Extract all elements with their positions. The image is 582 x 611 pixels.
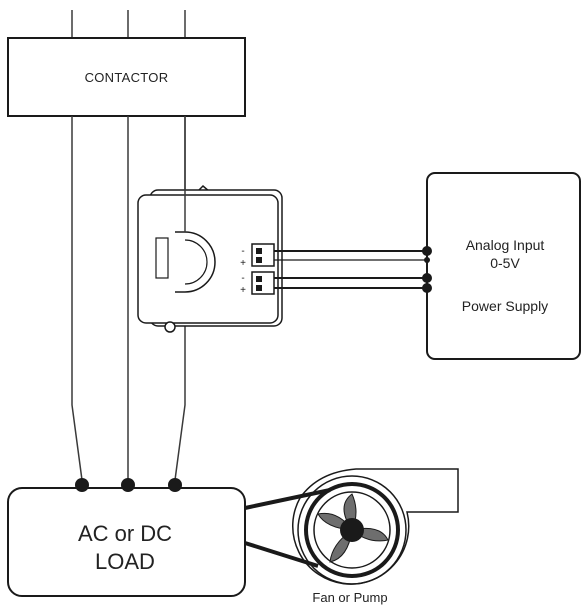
sensor-latch bbox=[155, 237, 169, 279]
sensor-core-inner bbox=[184, 239, 208, 285]
contactor-label: CONTACTOR bbox=[84, 69, 169, 85]
load-line2: LOAD bbox=[95, 549, 155, 574]
contactor-box bbox=[7, 37, 246, 117]
fan-pump bbox=[292, 468, 459, 585]
terminal-mark: + bbox=[240, 285, 246, 296]
signal-wires bbox=[274, 250, 427, 289]
power-supply-label: Power Supply bbox=[461, 298, 549, 314]
fan-hub bbox=[340, 518, 364, 542]
fan-ring-inner bbox=[313, 491, 391, 569]
fan-ring bbox=[304, 482, 400, 578]
fan-label: Fan or Pump bbox=[312, 590, 388, 605]
load-line1: AC or DC bbox=[77, 521, 173, 546]
sensor-screw bbox=[164, 321, 176, 333]
fan-ring-outer bbox=[297, 475, 407, 585]
current-sensor: - + - + bbox=[137, 184, 283, 333]
terminal-mark: + bbox=[240, 258, 246, 269]
controller-label: Analog Input 0-5V bbox=[430, 236, 580, 272]
terminal-block-1 bbox=[251, 243, 275, 267]
terminal-screw bbox=[256, 285, 262, 291]
terminal-block-2 bbox=[251, 271, 275, 295]
load-label: AC or DC LOAD bbox=[10, 520, 240, 576]
analog-input-label: Analog Input bbox=[465, 237, 545, 253]
terminal-screw bbox=[256, 257, 262, 263]
load-to-fan-wires bbox=[244, 488, 331, 568]
voltage-range-label: 0-5V bbox=[490, 255, 520, 271]
terminal-mark: - bbox=[241, 273, 244, 284]
terminal-screw bbox=[256, 248, 262, 254]
sensor-core-opening bbox=[175, 231, 216, 293]
controller-box bbox=[426, 172, 581, 360]
load-terminals bbox=[75, 478, 182, 492]
supply-conductors bbox=[71, 10, 186, 38]
terminal-screw bbox=[256, 276, 262, 282]
controller-terminals bbox=[422, 246, 432, 293]
terminal-mark: - bbox=[241, 246, 244, 257]
